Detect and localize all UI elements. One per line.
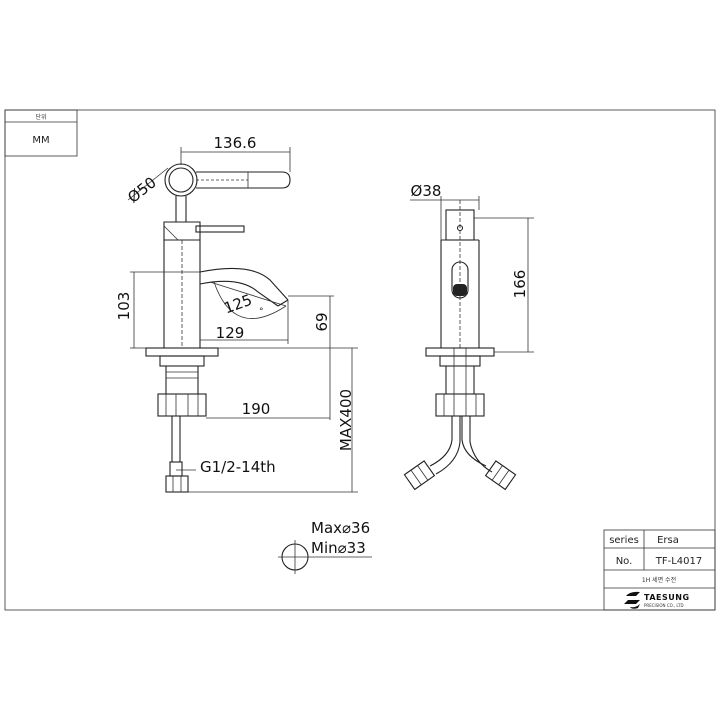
base-flange <box>145 347 219 357</box>
front-view: 136.6 Ø50 103 125 ° 129 69 190 MAX400 G1… <box>115 134 358 493</box>
side-hose-right <box>461 416 487 467</box>
taesung-logo-icon <box>624 591 640 609</box>
thread-label: G1/2-14th <box>200 458 276 476</box>
handle-pin <box>195 225 245 233</box>
series-value: Ersa <box>657 535 679 546</box>
hole-min: Min⌀33 <box>311 539 366 557</box>
spout <box>199 267 289 301</box>
handle-ring <box>164 163 198 197</box>
lock-nut <box>157 393 207 417</box>
dim-body-diameter: Ø38 <box>411 182 442 200</box>
hole-spec: Max⌀36 Min⌀33 <box>278 519 372 574</box>
hole-max: Max⌀36 <box>311 519 370 537</box>
side-hose-left <box>429 416 453 467</box>
hose-nut <box>165 475 189 493</box>
dim-hose-length: MAX400 <box>337 389 355 451</box>
brand-subtitle: PRECISION CO., LTD <box>644 603 684 608</box>
brand-name: TAESUNG <box>644 593 690 602</box>
drawing-frame <box>4 109 716 611</box>
dim-spout-reach: 129 <box>216 324 245 342</box>
unit-box-label: 단위 <box>35 113 46 121</box>
product-description: 1H 세면 수전 <box>642 576 676 584</box>
title-block: series Ersa No. TF-L4017 1H 세면 수전 TAESUN… <box>603 529 716 611</box>
side-flange <box>425 347 495 357</box>
dim-hose-reach: 190 <box>242 400 271 418</box>
handle-lever <box>196 171 291 189</box>
no-label: No. <box>616 556 633 567</box>
dim-handle-length: 136.6 <box>214 134 257 152</box>
dim-spout-angle: 125 <box>221 291 254 318</box>
unit-box-value: MM <box>32 135 49 146</box>
series-label: series <box>609 535 639 546</box>
unit-box: 단위 MM <box>4 109 78 157</box>
aerator <box>451 261 469 299</box>
dim-total-height: 166 <box>511 270 529 299</box>
dim-spout-height: 69 <box>313 312 331 331</box>
dim-spout-angle-unit: ° <box>259 307 264 317</box>
no-value: TF-L4017 <box>655 556 703 567</box>
dim-height-left: 103 <box>115 292 133 321</box>
side-view: Ø38 166 <box>403 182 534 491</box>
